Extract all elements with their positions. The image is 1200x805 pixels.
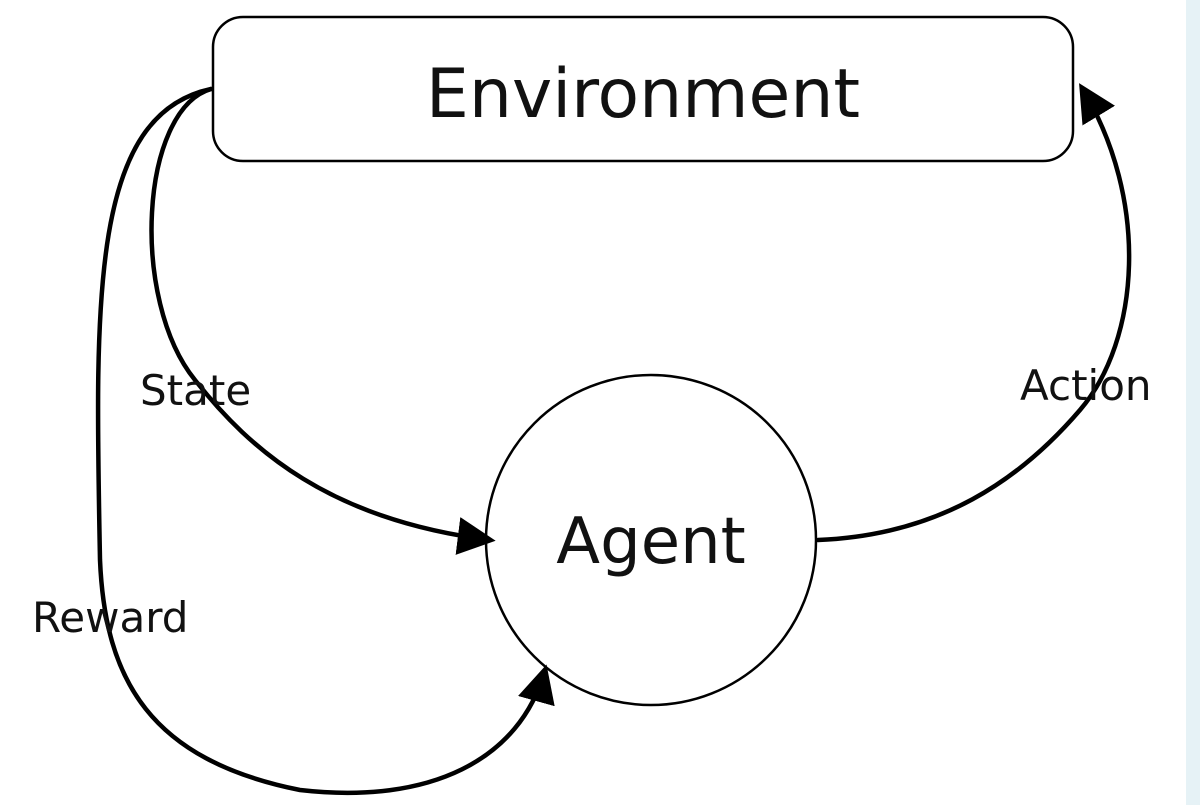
environment-node: Environment [211,15,1075,163]
agent-label: Agent [556,505,745,579]
action-arrow [815,83,1132,543]
environment-label: Environment [426,55,860,134]
state-arrow [149,86,496,555]
reward-arrow [95,86,555,796]
reward-label: Reward [32,593,188,642]
edge-stripe [1186,0,1200,805]
state-label: State [140,366,251,415]
agent-node: Agent [484,373,818,707]
action-label: Action [1020,361,1152,410]
